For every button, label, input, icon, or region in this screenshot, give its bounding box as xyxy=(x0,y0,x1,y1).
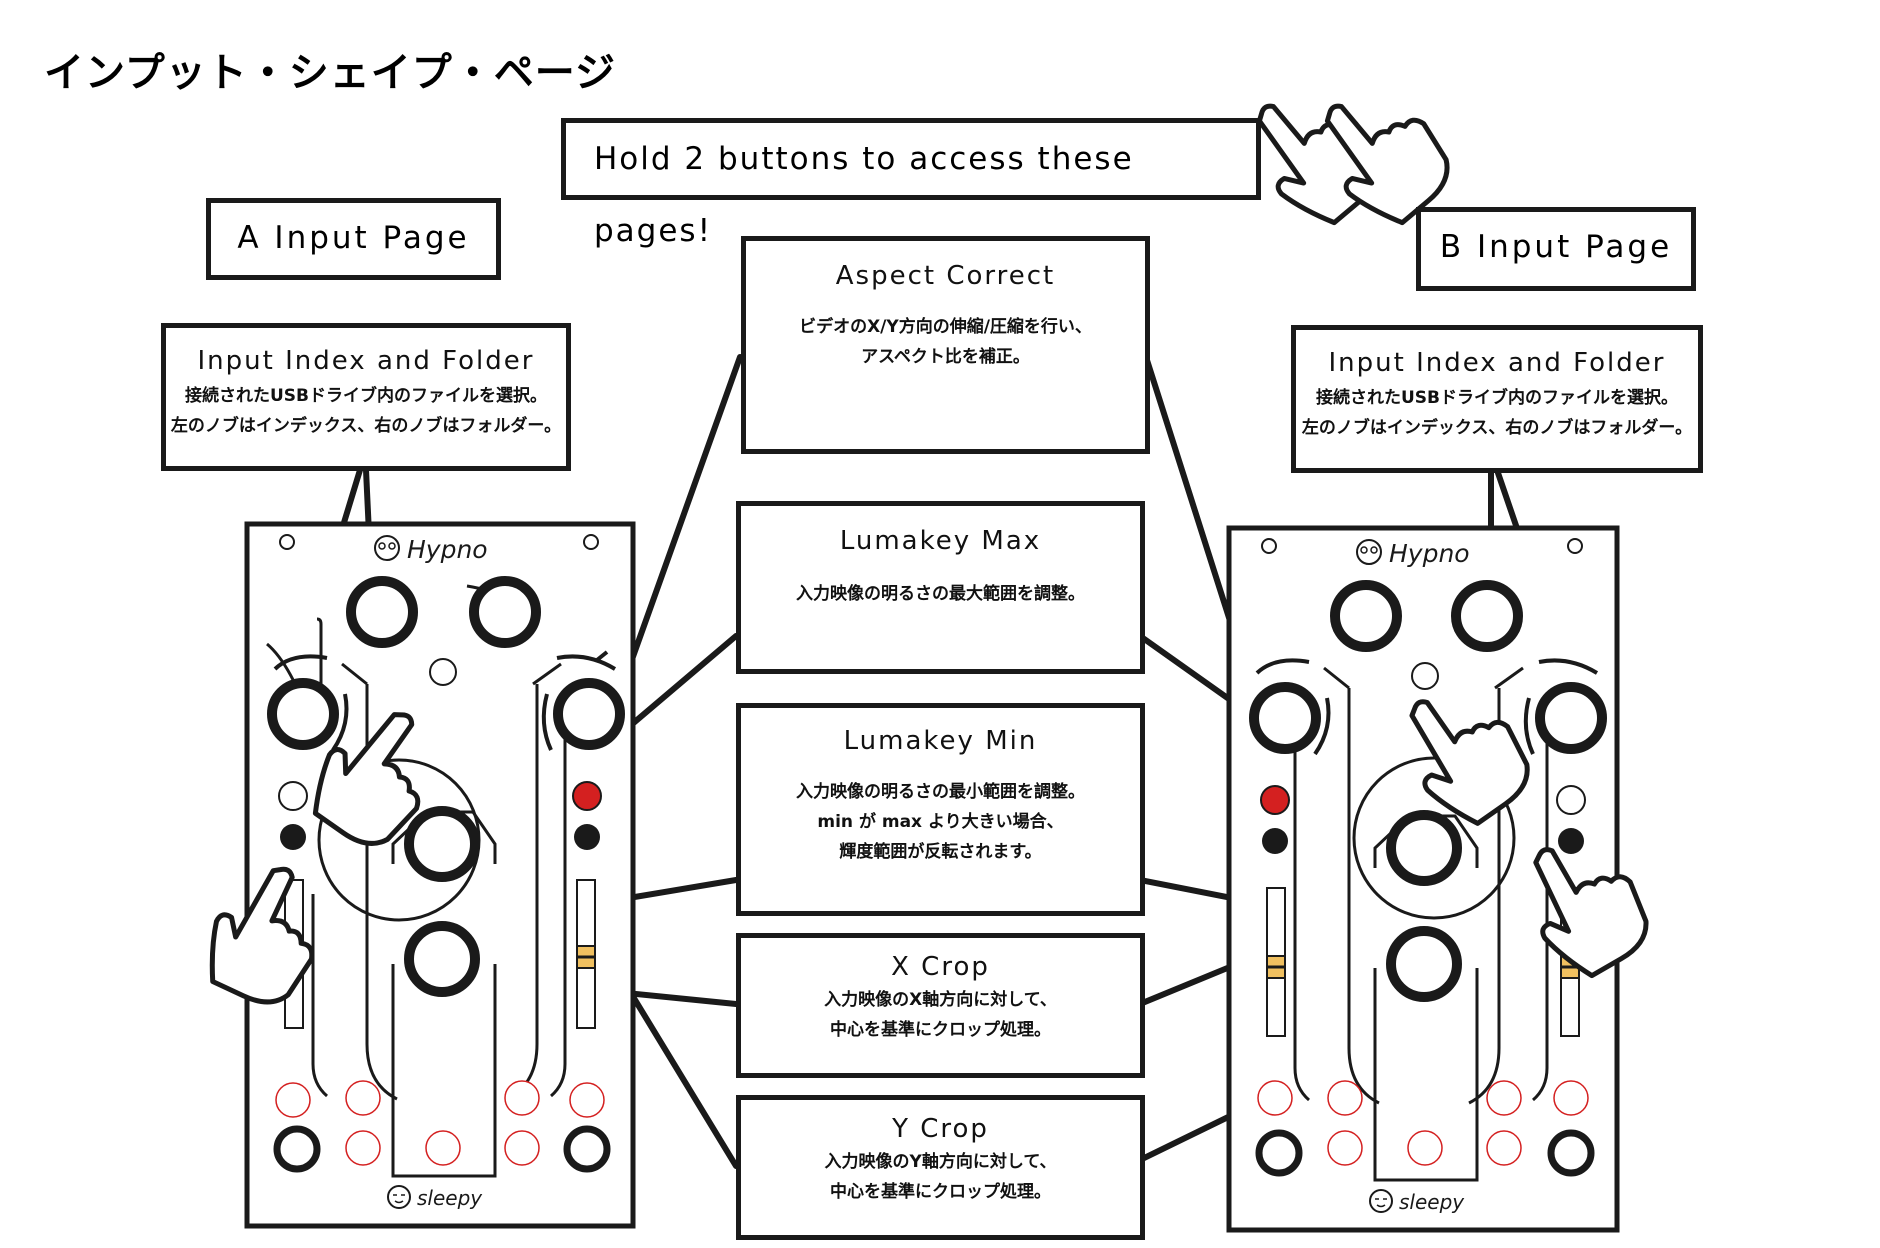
aspect-correct-heading: Aspect Correct xyxy=(835,261,1056,291)
module-b-led-top xyxy=(1411,662,1439,690)
y-crop-heading: Y Crop xyxy=(892,1114,989,1144)
input-index-a-box: Input Index and Folder 接続されたUSBドライブ内のファイ… xyxy=(161,323,571,471)
module-b-knob-lumamin[interactable] xyxy=(1386,926,1462,1002)
module-b-knob-folder[interactable] xyxy=(1535,682,1607,754)
lumakey-min-heading: Lumakey Min xyxy=(843,726,1038,756)
module-b-maker: sleepy xyxy=(1399,1190,1465,1214)
input-index-a-line1: 接続されたUSBドライブ内のファイルを選択。 xyxy=(184,386,547,406)
lumakey-max-box: Lumakey Max 入力映像の明るさの最大範囲を調整。 xyxy=(736,501,1145,674)
module-b-hand-right-icon xyxy=(1533,847,1649,979)
module-a-knob-folder[interactable] xyxy=(553,678,625,750)
input-index-b-line1: 接続されたUSBドライブ内のファイルを選択。 xyxy=(1315,388,1678,408)
module-a-led-left xyxy=(278,781,308,811)
module-a-slider-right[interactable] xyxy=(576,879,596,1029)
input-index-b-line2: 左のノブはインデックス、右のノブはフォルダー。 xyxy=(1301,417,1693,438)
module-a-hand-left-icon xyxy=(209,866,315,1005)
module-b-led-right xyxy=(1556,785,1586,815)
module-a-knob-lumamax[interactable] xyxy=(404,806,480,882)
module-b-cv-jacks[interactable] xyxy=(1257,1080,1589,1166)
lumakey-max-heading: Lumakey Max xyxy=(839,526,1042,556)
module-a-maker-icon xyxy=(387,1185,411,1209)
module-a-knob-index[interactable] xyxy=(267,678,339,750)
module-a-traces xyxy=(266,584,567,1178)
module-b-knob-top-right[interactable] xyxy=(1451,580,1523,652)
module-b-slider-left[interactable] xyxy=(1266,887,1286,1037)
module-b-knob-index[interactable] xyxy=(1249,682,1321,754)
module-a-maker: sleepy xyxy=(417,1186,483,1210)
y-crop-line2: 中心を基準にクロップ処理。 xyxy=(830,1181,1051,1202)
lumakey-min-line1: 入力映像の明るさの最小範囲を調整。 xyxy=(796,782,1085,802)
module-b-button-left[interactable] xyxy=(1262,828,1288,854)
input-index-b-heading: Input Index and Folder xyxy=(1328,348,1666,378)
module-b-brand: Hypno xyxy=(1389,539,1470,568)
a-input-page-label: A Input Page xyxy=(206,198,501,280)
y-crop-box: Y Crop 入力映像のY軸方向に対して、 中心を基準にクロップ処理。 xyxy=(736,1095,1145,1240)
module-b-screw-tr xyxy=(1567,538,1583,554)
x-crop-line1: 入力映像のX軸方向に対して、 xyxy=(824,990,1057,1010)
b-input-page-label: B Input Page xyxy=(1416,207,1696,291)
module-b-screw-tl xyxy=(1261,538,1277,554)
x-crop-line2: 中心を基準にクロップ処理。 xyxy=(830,1019,1051,1040)
module-a-screw-tl xyxy=(279,534,295,550)
aspect-correct-line1: ビデオのX/Y方向の伸縮/圧縮を行い、 xyxy=(799,317,1092,337)
module-a-button-right[interactable] xyxy=(574,824,600,850)
lumakey-max-line1: 入力映像の明るさの最大範囲を調整。 xyxy=(796,584,1085,604)
module-a-hand-top-icon xyxy=(312,712,421,846)
input-index-b-box: Input Index and Folder 接続されたUSBドライブ内のファイ… xyxy=(1291,325,1703,473)
x-crop-box: X Crop 入力映像のX軸方向に対して、 中心を基準にクロップ処理。 xyxy=(736,933,1145,1078)
module-a-jack-out-left[interactable] xyxy=(273,1125,321,1173)
module-a-jack-out-right[interactable] xyxy=(563,1125,611,1173)
module-a-led-top xyxy=(429,658,457,686)
module-a-knobs xyxy=(267,576,625,997)
module-b-led-red xyxy=(1260,785,1290,815)
aspect-correct-box: Aspect Correct ビデオのX/Y方向の伸縮/圧縮を行い、 アスペクト… xyxy=(741,236,1150,454)
hold-buttons-banner: Hold 2 buttons to access these pages! xyxy=(561,118,1261,249)
module-a: Hypno xyxy=(209,521,636,1229)
module-b-jack-out-right[interactable] xyxy=(1547,1129,1595,1177)
banner-hand-right-icon xyxy=(1324,103,1450,226)
module-b-jack-out-left[interactable] xyxy=(1255,1129,1303,1177)
module-b: Hypno xyxy=(1226,525,1649,1233)
module-b-knob-arcs xyxy=(1255,658,1599,756)
module-b-hand-top-icon xyxy=(1409,699,1530,826)
module-b-logo-icon xyxy=(1356,539,1382,565)
module-a-knob-arcs xyxy=(273,650,617,752)
module-a-knob-lumamin[interactable] xyxy=(404,921,480,997)
module-b-knob-lumamax[interactable] xyxy=(1386,810,1462,886)
module-a-logo-icon xyxy=(374,535,400,561)
module-b-knobs xyxy=(1249,580,1607,1002)
module-b-maker-icon xyxy=(1369,1189,1393,1213)
input-index-a-heading: Input Index and Folder xyxy=(197,346,535,376)
x-crop-heading: X Crop xyxy=(891,952,990,982)
input-index-a-line2: 左のノブはインデックス、右のノブはフォルダー。 xyxy=(170,415,562,436)
module-a-button-left[interactable] xyxy=(280,824,306,850)
module-a-knob-top-left[interactable] xyxy=(346,576,418,648)
module-a-brand: Hypno xyxy=(407,535,488,564)
module-a-led-red xyxy=(572,781,602,811)
y-crop-line1: 入力映像のY軸方向に対して、 xyxy=(824,1152,1057,1172)
lumakey-min-box: Lumakey Min 入力映像の明るさの最小範囲を調整。 min が max … xyxy=(736,703,1145,916)
lumakey-min-line2: min が max より大きい場合、 xyxy=(817,811,1064,832)
leader-aspect-a xyxy=(627,354,743,668)
module-a-cv-jacks[interactable] xyxy=(275,1080,605,1166)
module-b-knob-top-left[interactable] xyxy=(1330,580,1402,652)
module-a-knob-top-right[interactable] xyxy=(469,576,541,648)
aspect-correct-line2: アスペクト比を補正。 xyxy=(861,346,1030,367)
module-b-traces xyxy=(1293,666,1549,1182)
module-b-button-right[interactable] xyxy=(1558,828,1584,854)
module-a-screw-tr xyxy=(583,534,599,550)
page-title: インプット・シェイプ・ページ xyxy=(44,50,616,96)
lumakey-min-line3: 輝度範囲が反転されます。 xyxy=(839,841,1042,862)
